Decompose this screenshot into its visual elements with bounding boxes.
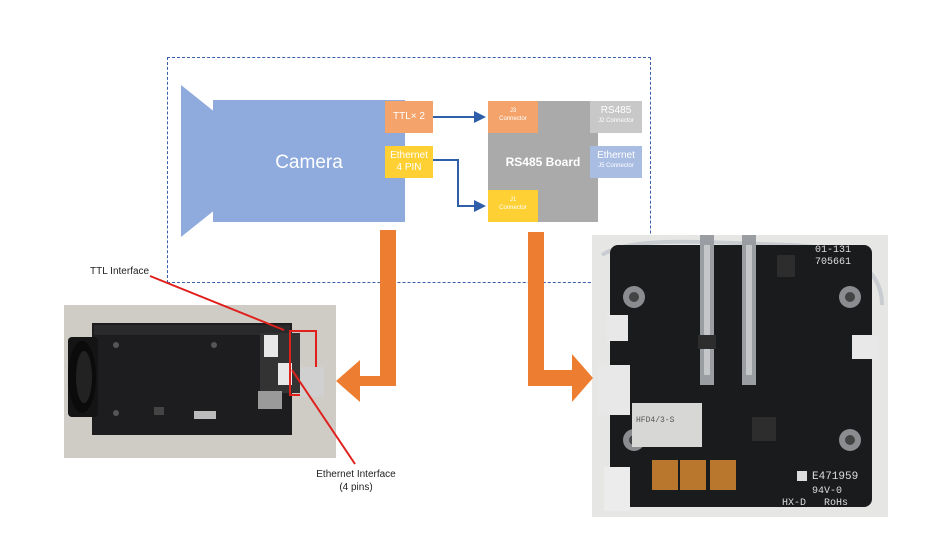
board-cert-mark: E471959 — [812, 471, 858, 483]
ttl-pointer-line — [149, 275, 285, 331]
ethernet-interface-line2: (4 pins) — [339, 482, 373, 493]
rs485-board-label: RS485 Board — [505, 155, 581, 169]
ethernet-pointer-line — [291, 369, 356, 465]
j1-connector: J1 Connector — [488, 190, 538, 222]
ethernet-to-j1-arrow — [433, 159, 486, 212]
rs485-j2-connector: RS485 J2 Connector — [590, 101, 642, 133]
j3-sub: Connector — [499, 116, 527, 122]
board-photo-arrow — [528, 232, 593, 402]
camera-block — [213, 100, 405, 222]
board-code-2: 705661 — [815, 257, 851, 268]
ethernet-interface-line1: Ethernet Interface — [316, 469, 396, 480]
board-rohs-mark: RoHs — [824, 498, 848, 509]
ethernet-tag: Ethernet 4 PIN — [385, 146, 433, 178]
camera-lens-shape — [181, 85, 221, 237]
camera-label: Camera — [275, 152, 343, 173]
ethernet-tag-line1: Ethernet — [390, 150, 428, 161]
ethernet-tag-line2: 4 PIN — [396, 162, 422, 173]
camera-photo — [64, 305, 336, 458]
board-code-1: 01-131 — [815, 245, 851, 256]
ethernet-j5-connector: Ethernet J5 Connector — [590, 146, 642, 178]
ethernet-j5-sub: J5 Connector — [598, 163, 634, 169]
board-model-mark: HX-D — [782, 498, 806, 509]
diagram-boundary — [167, 57, 651, 283]
rs485-name: RS485 — [600, 105, 632, 116]
j1-sub: Connector — [499, 205, 527, 211]
board-relay-marking: HFD4/3-S — [636, 416, 675, 425]
rs485-sub: J2 Connector — [598, 118, 634, 124]
rs485-board-photo: HFD4/3-S 01-131 705661 E471959 94V-0 HX-… — [592, 235, 888, 517]
j3-name: J3 — [509, 108, 517, 114]
j3-connector: J3 Connector — [488, 101, 538, 133]
camera-photo-arrow — [336, 230, 396, 402]
j1-name: J1 — [509, 197, 517, 203]
ethernet-j5-name: Ethernet — [597, 150, 635, 161]
ethernet-interface-label: Ethernet Interface (4 pins) — [301, 468, 411, 494]
ttl-interface-label: TTL Interface — [90, 266, 150, 277]
board-rating-mark: 94V-0 — [812, 486, 842, 497]
ttl-tag: TTL× 2 — [385, 101, 433, 133]
